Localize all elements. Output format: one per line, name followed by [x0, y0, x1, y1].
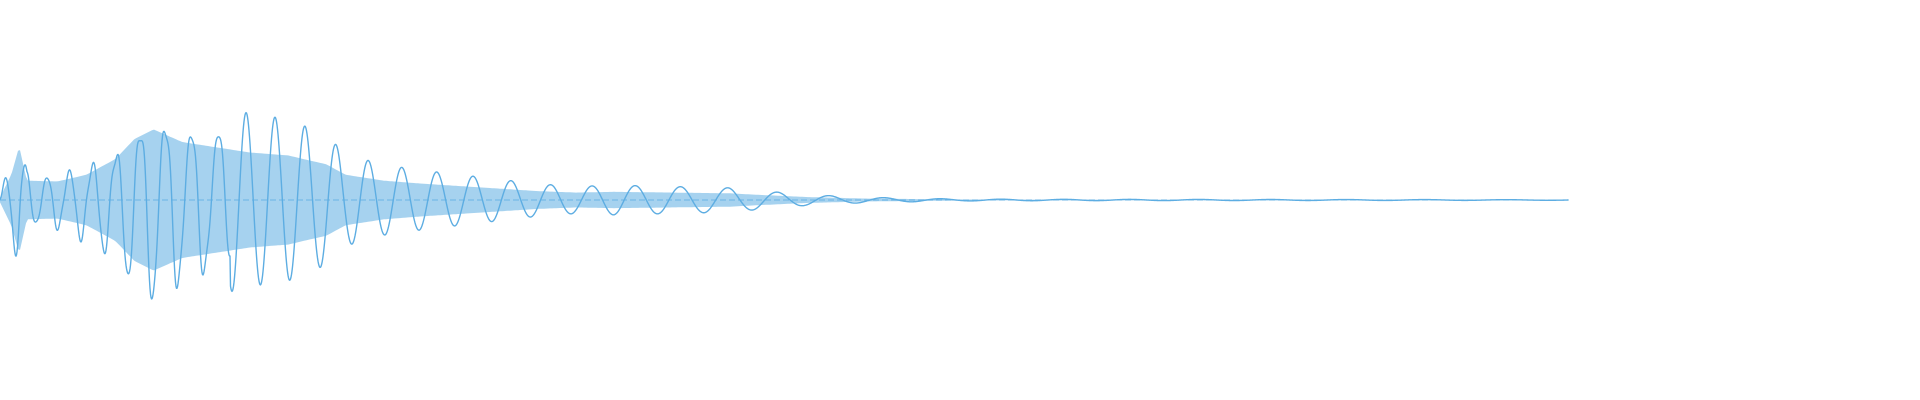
waveform-bars — [0, 111, 1569, 300]
waveform-envelope-fill — [0, 129, 1568, 271]
waveform-signal — [0, 111, 1569, 300]
